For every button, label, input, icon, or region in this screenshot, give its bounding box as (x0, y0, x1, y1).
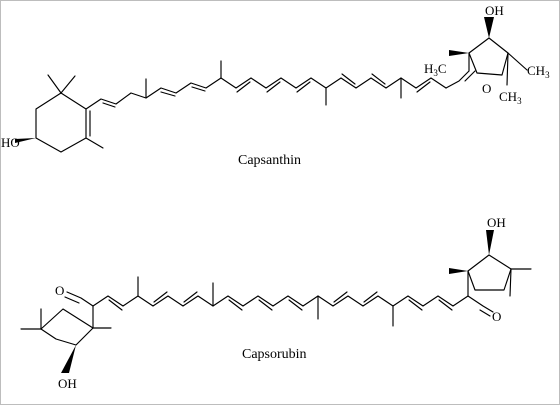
capsorubin-structure: OH OH O O Capsorubin (20, 215, 532, 391)
capsanthin-caption: Capsanthin (238, 153, 301, 168)
capsanthin-carbonyl-oxygen-label: O (482, 81, 491, 96)
capsorubin-caption: Capsorubin (242, 347, 307, 362)
capsorubin-polyene-chain (92, 276, 494, 327)
capsanthin-polyene-chain (85, 60, 476, 110)
capsanthin-left-ring (15, 74, 104, 153)
capsanthin-structure: OH HO H3C CH3 CH3 O Capsanthin (1, 3, 550, 168)
capsanthin-right-ring (449, 17, 528, 86)
capsorubin-left-carbonyl-oxygen-label: O (55, 283, 64, 298)
capsanthin-left-hydroxyl-label: HO (1, 135, 20, 150)
capsanthin-methyl-label-h3c: H3C (424, 61, 447, 78)
capsanthin-methyl-label-right: CH3 (527, 63, 550, 80)
capsorubin-right-carbonyl-oxygen-label: O (492, 309, 501, 324)
capsorubin-right-ring (449, 230, 532, 297)
capsanthin-methyl-label-lower: CH3 (499, 89, 522, 106)
capsorubin-bottom-hydroxyl-label: OH (58, 376, 77, 391)
capsorubin-top-hydroxyl-label: OH (487, 215, 506, 230)
capsorubin-left-ring (20, 291, 112, 373)
capsanthin-top-hydroxyl-label: OH (485, 3, 504, 18)
